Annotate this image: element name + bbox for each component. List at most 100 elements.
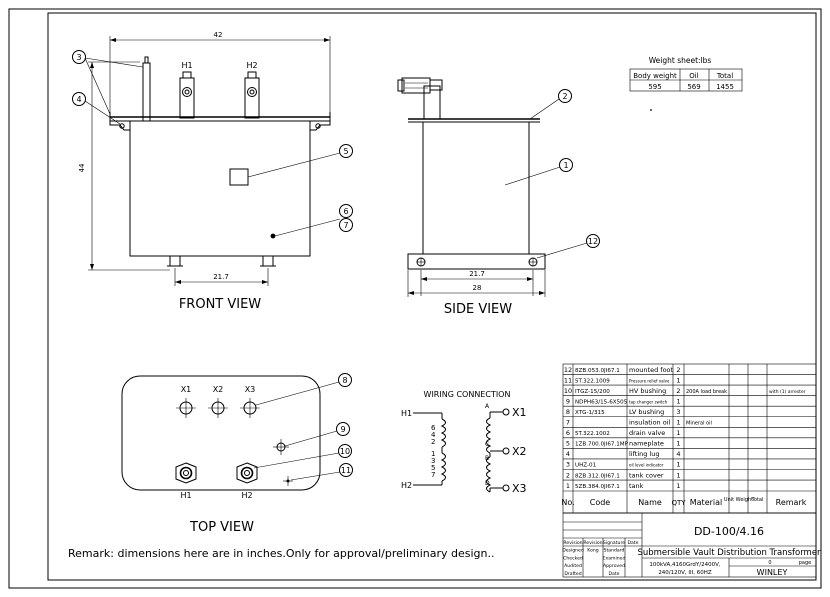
bom-cell-no: 1: [566, 482, 570, 490]
wiring-x2-label: X2: [512, 445, 527, 458]
lv-bushings-top: [176, 398, 260, 418]
bom-cell-no: 4: [566, 450, 570, 458]
bom-cell-code: 1ZB.700.0JI67.1MP: [575, 442, 629, 448]
tap-4: 4: [431, 431, 436, 439]
bom-cell-name: tank: [629, 482, 644, 490]
callout-2: 2: [562, 92, 567, 101]
bom-cell-qty: 1: [676, 461, 680, 469]
bom-cell-qty: 1: [676, 429, 680, 437]
bom-cell-no: 12: [564, 366, 572, 374]
bom-cell-name: nameplate: [629, 440, 664, 448]
top-view-title: TOP VIEW: [189, 520, 254, 535]
bom-cell-no: 7: [566, 419, 570, 427]
weight-header-body: Body weight: [633, 72, 677, 80]
bom-table: No. Code Name QTY Material Unit Weight T…: [561, 363, 817, 514]
bom-cell-no: 10: [564, 387, 572, 395]
top-x3-label: X3: [245, 385, 256, 394]
front-view-title: FRONT VIEW: [179, 297, 261, 312]
weight-sheet: Weight sheet:lbs Body weight Oil Total 5…: [629, 56, 743, 111]
title-block-cell: Signature: [603, 540, 625, 546]
bom-cell-no: 3: [566, 461, 570, 469]
callout-6: 6: [343, 207, 348, 216]
bom-cell-qty: 1: [676, 482, 680, 490]
bom-cell-no: 8: [566, 408, 570, 416]
bom-cell-code: NDPH63/15-6X505: [575, 399, 628, 405]
bom-cell-name: Pressure relief valve: [629, 378, 670, 383]
bom-cell-qty: 1: [676, 397, 680, 405]
weight-header-oil: Oil: [689, 72, 698, 80]
title-block-cell: Date: [628, 540, 639, 546]
bom-cell-qty: 1: [676, 440, 680, 448]
top-x2-label: X2: [213, 385, 224, 394]
front-h1-label: H1: [181, 61, 192, 70]
wiring-point-c: C: [485, 441, 489, 448]
callout-8: 8: [342, 376, 347, 385]
tap-6: 6: [431, 424, 436, 432]
bom-cell-code: UHZ-01: [575, 463, 597, 469]
tank-body-side: [422, 121, 530, 255]
weight-value-body: 595: [648, 83, 661, 91]
page-label: page: [799, 560, 812, 566]
weight-title: Weight sheet:lbs: [649, 56, 712, 65]
title-block-cell: Drafted: [564, 571, 581, 577]
wiring-h1-label: H1: [401, 409, 412, 418]
front-h2-label: H2: [246, 61, 257, 70]
top-outline: [121, 375, 321, 491]
hv-bushings-top: [175, 462, 258, 484]
top-h1-label: H1: [180, 491, 191, 500]
bom-cell-qty: 2: [676, 366, 680, 374]
title-block-cell: Revision: [563, 540, 582, 546]
bom-cell-no: 11: [564, 376, 572, 384]
bom-cell-name: tank cover: [629, 471, 664, 479]
callout-10: 10: [340, 447, 350, 456]
bom-cell-code: 5ZB.384.0JI67.1: [575, 484, 620, 490]
side-view-title: SIDE VIEW: [444, 302, 512, 317]
bom-cell-qty: 1: [676, 419, 680, 427]
bom-cell-name: oil level indicator: [629, 463, 664, 468]
bom-cell-no: 2: [566, 471, 570, 479]
hv-bushing-h2: [244, 71, 260, 119]
title-block: DD-100/4.16 Submersible Vault Distributi…: [562, 512, 821, 578]
weight-header-total: Total: [716, 72, 733, 80]
bom-cell-qty: 2: [676, 387, 680, 395]
tap-1: 1: [431, 450, 435, 458]
bom-cell-qty: 1: [676, 471, 680, 479]
bom-cell-code: 8ZB.312.0JI67.1: [575, 473, 620, 479]
callout-12: 12: [588, 237, 598, 246]
wiring-point-a: A: [485, 403, 490, 410]
drain-valve: [270, 233, 276, 239]
bom-cell-name: lifting lug: [629, 450, 660, 458]
callout-11: 11: [341, 466, 351, 475]
bom-cell-no: 9: [566, 397, 570, 405]
bom-header-name: Name: [638, 498, 662, 507]
bom-header-no: No.: [561, 498, 574, 507]
inner-frame: [47, 12, 817, 581]
spec-line-1: 100kVA,4160GrdY/2400V,: [649, 562, 720, 568]
wiring-point-b: B: [485, 455, 489, 462]
wiring-h2-label: H2: [401, 481, 412, 490]
tap-3: 3: [431, 457, 435, 465]
callout-7: 7: [343, 221, 348, 230]
spec-line-2: 240/120V, III, 60HZ: [658, 570, 712, 576]
hv-bushing-h1: [179, 71, 195, 119]
bom-header-unit-weight: Unit Weight: [724, 497, 753, 503]
bom-header-qty: QTY: [671, 499, 686, 507]
outer-frame: [8, 8, 822, 589]
tap-7: 7: [431, 471, 435, 479]
callout-9: 9: [340, 425, 345, 434]
bom-cell-remark: with (1) arrester: [769, 389, 806, 395]
wiring-x1-label: X1: [512, 406, 527, 419]
callout-5: 5: [343, 147, 348, 156]
dim-height-label: 44: [78, 163, 86, 172]
bom-header-material: Material: [690, 498, 723, 507]
dim-base-label: 21.7: [213, 273, 229, 281]
wiring-x3-label: X3: [512, 482, 527, 495]
dim-width-label: 42: [214, 31, 223, 39]
bom-cell-name: insulation oil: [629, 419, 671, 427]
title-block-cell: Audited: [564, 563, 582, 569]
front-view: 42 44: [72, 31, 353, 312]
wiring-title: WIRING CONNECTION: [424, 390, 511, 399]
top-x1-label: X1: [181, 385, 192, 394]
bom-cell-qty: 4: [676, 450, 680, 458]
